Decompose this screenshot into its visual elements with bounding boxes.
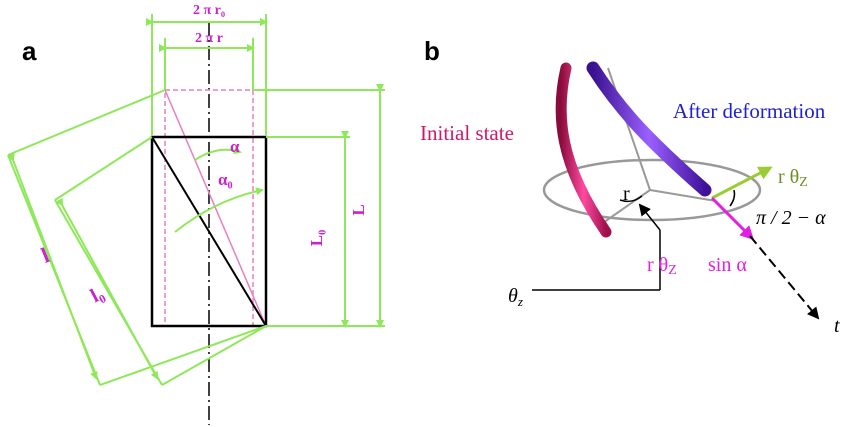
panel-a-letter: a (22, 36, 37, 66)
label-t: t (834, 315, 840, 337)
label-r-theta-z-magenta: r θZ (647, 254, 677, 278)
green-vector (711, 166, 773, 200)
theta-arc (619, 195, 643, 203)
label-angle-expr: π / 2 − α (756, 207, 826, 229)
theta-z-leader-arrow (638, 203, 661, 231)
cylinder-axis (607, 67, 651, 191)
panel-b-letter: b (424, 36, 440, 66)
radius-line-2 (649, 189, 717, 202)
initial-tube (555, 62, 612, 238)
label-initial-state: Initial state (420, 121, 514, 145)
right-dimensions (253, 84, 385, 328)
panel-b: b Initial state After deformation r r θZ… (420, 36, 840, 337)
label-alpha: α (230, 137, 240, 156)
angle-arc (729, 189, 736, 207)
label-theta-z: θz (508, 285, 523, 309)
label-2pi-r: 2 π r (195, 31, 223, 46)
label-L: L (349, 204, 368, 215)
alpha0-arc (174, 187, 264, 233)
magenta-vector (710, 196, 755, 241)
initial-helix-line (164, 89, 267, 327)
panel-a: a 2 π r₀ 2 π r L₀ L (7, 3, 385, 425)
label-r-theta-z-green: r θZ (778, 166, 808, 190)
unrolled-dimensions (7, 89, 267, 386)
label-alpha0: α₀ (218, 170, 233, 189)
label-r: r (623, 183, 630, 205)
alpha-arc (194, 146, 242, 161)
label-2pi-r0: 2 π r₀ (193, 3, 225, 18)
t-axis (749, 235, 820, 320)
top-dimensions (146, 14, 268, 135)
deformed-tube (586, 61, 712, 197)
label-after-deformation: After deformation (673, 99, 826, 123)
label-L0: L₀ (307, 230, 326, 246)
deformed-helix-line (151, 136, 267, 327)
label-sin-alpha: sin α (708, 254, 747, 276)
